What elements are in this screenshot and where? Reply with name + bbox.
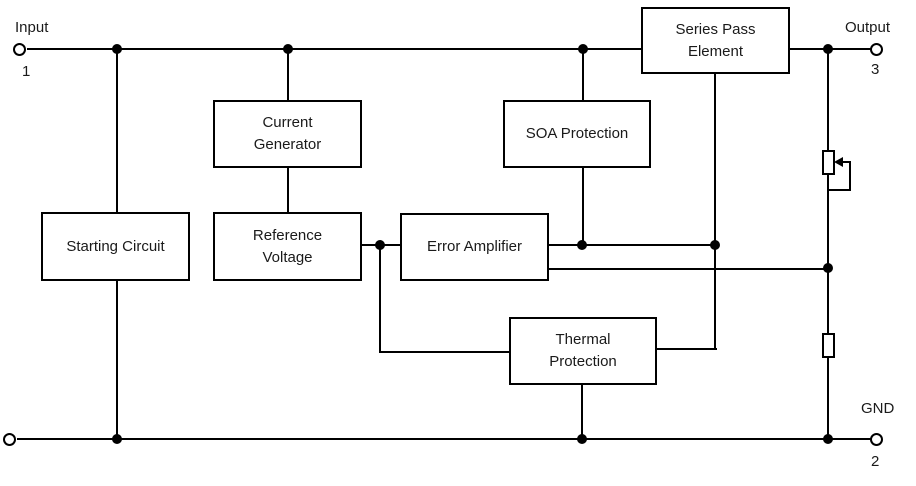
junction-dot — [112, 44, 122, 54]
wire-thermal-right-link — [657, 348, 717, 350]
input-terminal — [13, 43, 26, 56]
wire-resistor-to-ground — [827, 357, 829, 439]
wire-starting-circuit-to-ground — [116, 281, 118, 439]
wire-reference-node-to-thermal — [379, 245, 381, 352]
output-pin-number: 3 — [871, 61, 880, 78]
junction-dot — [823, 44, 833, 54]
resistor-symbol — [822, 333, 835, 358]
junction-dot — [112, 434, 122, 444]
adjustable-resistor-symbol — [822, 150, 835, 175]
wire-thermal-left-link — [379, 351, 509, 353]
wire-wiper-vertical — [849, 161, 851, 191]
block-error-amplifier: Error Amplifier — [400, 213, 549, 281]
wire-rail-to-starting-circuit — [116, 49, 118, 212]
gnd-pin-number: 2 — [871, 453, 880, 470]
junction-dot — [577, 434, 587, 444]
ground-rail-terminal — [3, 433, 16, 446]
wire-wiper-return — [828, 189, 851, 191]
junction-dot — [710, 240, 720, 250]
wire-wiper-horizontal — [841, 161, 851, 163]
output-terminal — [870, 43, 883, 56]
block-label: SOA Protection — [525, 125, 629, 142]
wire-thermal-to-ground — [581, 384, 583, 439]
input-pin-number: 1 — [22, 63, 31, 80]
block-series-pass-element: Series Pass Element — [641, 7, 790, 74]
junction-dot — [375, 240, 385, 250]
junction-dot — [577, 240, 587, 250]
block-current-generator: Current Generator — [213, 100, 362, 168]
block-label: Reference Voltage — [252, 226, 323, 266]
wire-rail-to-soa-protection — [582, 49, 584, 100]
wire-potentiometer-to-resistor — [827, 174, 829, 334]
wire-soa-to-error-output — [582, 168, 584, 245]
wire-rail-to-current-generator — [287, 49, 289, 100]
block-label: Starting Circuit — [66, 237, 165, 255]
block-label: Current Generator — [253, 114, 322, 153]
block-soa-protection: SOA Protection — [503, 100, 651, 168]
wire-output-to-potentiometer — [827, 49, 829, 150]
gnd-terminal-label: GND — [861, 400, 895, 417]
junction-dot — [823, 263, 833, 273]
wire-series-pass-drive — [714, 73, 716, 350]
wire-error-amplifier-output — [549, 244, 716, 246]
junction-dot — [823, 434, 833, 444]
output-terminal-label: Output — [845, 19, 891, 36]
wire-feedback-line — [549, 268, 829, 270]
wiper-arrow-icon — [834, 157, 843, 167]
block-label: Thermal Protection — [549, 331, 617, 370]
junction-dot — [283, 44, 293, 54]
gnd-terminal — [870, 433, 883, 446]
block-label: Error Amplifier — [426, 238, 523, 255]
block-reference-voltage: Reference Voltage — [213, 212, 362, 281]
junction-dot — [578, 44, 588, 54]
block-label: Series Pass Element — [675, 20, 756, 60]
wire-ground-rail — [17, 438, 871, 440]
wire-current-generator-to-reference — [287, 168, 289, 212]
wire-input-rail — [27, 48, 641, 50]
input-terminal-label: Input — [15, 19, 49, 36]
block-starting-circuit: Starting Circuit — [41, 212, 190, 281]
block-thermal-protection: Thermal Protection — [509, 317, 657, 385]
